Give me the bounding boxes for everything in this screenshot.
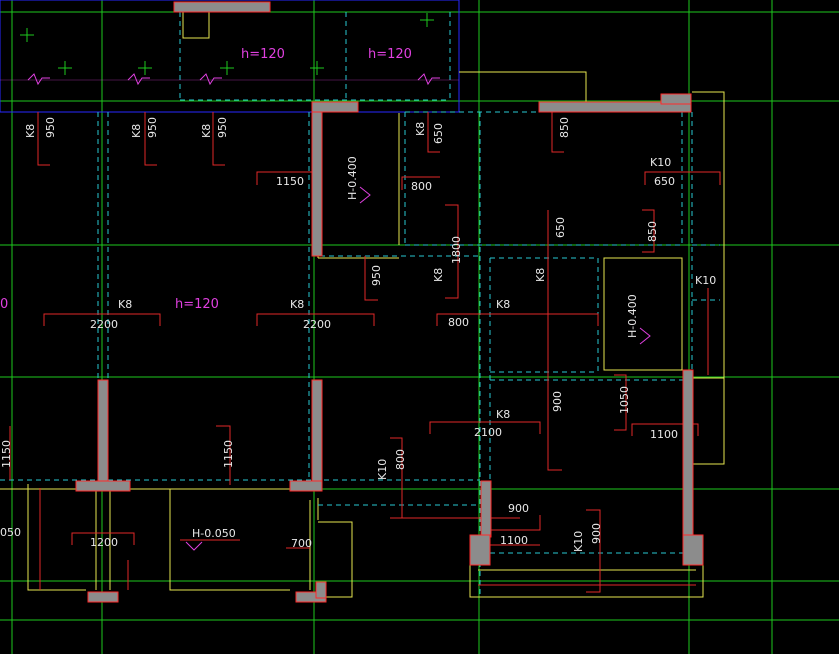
elevation-label: H-0.400 bbox=[626, 294, 639, 338]
dim-label: 700 bbox=[291, 537, 312, 550]
dim-label: 1150 bbox=[222, 440, 235, 468]
rebar-label: K8 bbox=[496, 298, 510, 311]
dim-label: 1150 bbox=[0, 440, 13, 468]
rebar-label: K8 bbox=[200, 124, 213, 138]
dim-label: 050 bbox=[0, 526, 21, 539]
slab-h-label: h=120 bbox=[368, 47, 412, 62]
rebar-label: K8 bbox=[24, 124, 37, 138]
dim-label: 850 bbox=[558, 117, 571, 138]
dim-label: 850 bbox=[646, 221, 659, 242]
dim-label: 2200 bbox=[90, 318, 118, 331]
labels: h=120 h=120 h=120 0 K8 950 K8 950 K8 950… bbox=[0, 47, 716, 552]
slab-h-label: h=120 bbox=[241, 47, 285, 62]
dim-label: 900 bbox=[508, 502, 529, 515]
columns bbox=[75, 1, 704, 603]
rebar-label: K8 bbox=[290, 298, 304, 311]
dim-label: 800 bbox=[411, 180, 432, 193]
dim-label: 800 bbox=[394, 449, 407, 470]
dim-label: 650 bbox=[654, 175, 675, 188]
dim-label: 950 bbox=[44, 117, 57, 138]
slab-label: 0 bbox=[0, 297, 8, 312]
rebar-marks bbox=[9, 112, 721, 593]
dim-label: 1100 bbox=[650, 428, 678, 441]
rebar-label: K10 bbox=[572, 531, 585, 552]
beams bbox=[0, 111, 720, 597]
elevation-label: H-0.050 bbox=[192, 527, 236, 540]
upper-slab-region bbox=[0, 0, 460, 113]
dim-label: 1150 bbox=[276, 175, 304, 188]
dim-label: 2100 bbox=[474, 426, 502, 439]
dim-label: 800 bbox=[448, 316, 469, 329]
rebar-label: K8 bbox=[432, 268, 445, 282]
dim-label: 1200 bbox=[90, 536, 118, 549]
walls bbox=[0, 71, 725, 598]
dim-label: 1100 bbox=[500, 534, 528, 547]
rebar-label: K10 bbox=[650, 156, 671, 169]
dim-label: 900 bbox=[590, 523, 603, 544]
elevation-label: H-0.400 bbox=[346, 156, 359, 200]
slab-h-label: h=120 bbox=[175, 297, 219, 312]
dim-label: 650 bbox=[432, 123, 445, 144]
dim-label: 650 bbox=[554, 217, 567, 238]
rebar-label: K8 bbox=[414, 122, 427, 136]
dim-label: 1050 bbox=[618, 386, 631, 414]
rebar-label: K10 bbox=[695, 274, 716, 287]
dim-label: 950 bbox=[216, 117, 229, 138]
dim-label: 950 bbox=[146, 117, 159, 138]
rebar-label: K10 bbox=[376, 459, 389, 480]
dim-label: 900 bbox=[551, 391, 564, 412]
dim-label: 950 bbox=[370, 265, 383, 286]
dim-label: 2200 bbox=[303, 318, 331, 331]
elevation-markers bbox=[185, 186, 651, 551]
dim-label: 1800 bbox=[450, 236, 463, 264]
rebar-label: K8 bbox=[496, 408, 510, 421]
rebar-label: K8 bbox=[118, 298, 132, 311]
rebar-label: K8 bbox=[130, 124, 143, 138]
rebar-label: K8 bbox=[534, 268, 547, 282]
